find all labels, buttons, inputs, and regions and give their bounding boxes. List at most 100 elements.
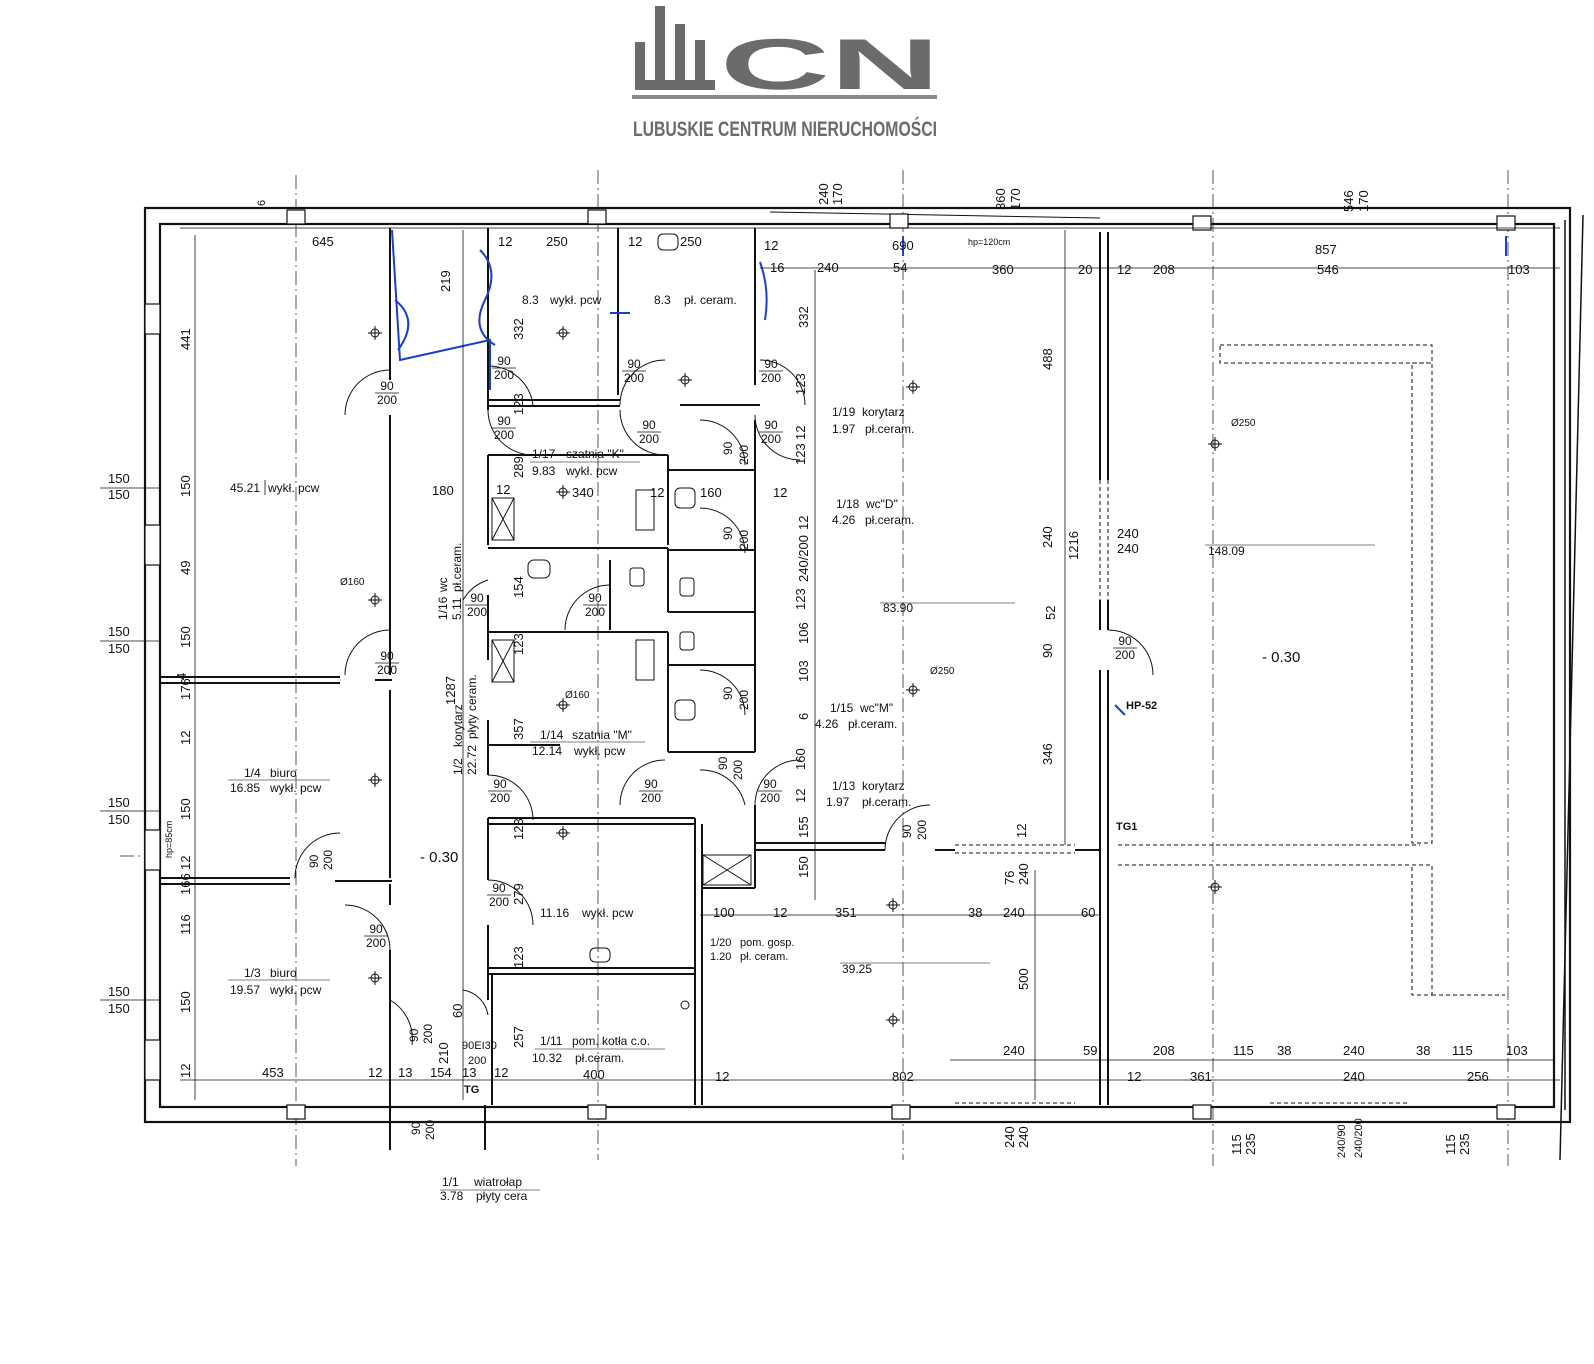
room-name: wc"M" [859, 701, 893, 715]
blue-annotations [391, 229, 1507, 716]
room-name: wc"D" [865, 497, 898, 511]
room-name: pom. gosp. [740, 937, 794, 949]
svg-text:154: 154 [511, 576, 526, 598]
svg-text:166: 166 [178, 873, 193, 895]
svg-text:103: 103 [796, 660, 811, 682]
svg-text:200: 200 [467, 605, 487, 619]
svg-text:12: 12 [764, 238, 778, 253]
room-floor: wykł. pcw [269, 781, 322, 795]
svg-text:123: 123 [511, 393, 526, 415]
svg-text:200: 200 [494, 368, 514, 382]
svg-text:240: 240 [1117, 526, 1139, 541]
toilet-icon [629, 567, 645, 587]
hp-label: hp=120cm [968, 237, 1010, 247]
svg-text:250: 250 [546, 234, 568, 249]
svg-text:103: 103 [1506, 1043, 1528, 1058]
svg-text:488: 488 [1040, 348, 1055, 370]
svg-text:361: 361 [1190, 1069, 1212, 1084]
svg-text:200: 200 [641, 791, 661, 805]
svg-text:240: 240 [1003, 1043, 1025, 1058]
svg-text:12: 12 [494, 1065, 508, 1080]
toilet-icon [679, 631, 695, 651]
boiler-icon [680, 1000, 690, 1010]
svg-text:360: 360 [992, 262, 1014, 277]
svg-text:13: 13 [398, 1065, 412, 1080]
room-name: pom. kotła c.o. [572, 1034, 650, 1048]
room-number: 1/18 [836, 497, 860, 511]
svg-text:200: 200 [377, 663, 397, 677]
room-label: 1/18 wc"D" 4.26 pł.ceram. [832, 497, 914, 527]
svg-text:257: 257 [511, 1026, 526, 1048]
svg-text:150: 150 [108, 471, 130, 486]
svg-text:12: 12 [178, 856, 193, 870]
room-number: 1/3 [244, 966, 261, 980]
svg-text:235: 235 [1457, 1133, 1472, 1155]
ei30-label: 90EI30 [462, 1040, 497, 1052]
room-number: 1/15 [830, 701, 854, 715]
svg-text:12: 12 [368, 1065, 382, 1080]
room-label: 1/20 pom. gosp. 1.20 pł. ceram. [710, 937, 794, 963]
room-number: 1/20 [710, 937, 731, 949]
svg-text:52: 52 [1043, 606, 1058, 620]
svg-text:240: 240 [1343, 1069, 1365, 1084]
axis-lines [120, 170, 1509, 1166]
svg-text:351: 351 [835, 905, 857, 920]
svg-text:208: 208 [1153, 1043, 1175, 1058]
kitchen-unit-icon [635, 489, 655, 531]
svg-text:250: 250 [680, 234, 702, 249]
room-label: 1/13 korytarz 1.97 pł.ceram. [826, 779, 911, 809]
svg-text:90: 90 [764, 418, 778, 432]
svg-text:180: 180 [432, 483, 454, 498]
svg-text:200: 200 [321, 850, 335, 870]
door-size: 200 [468, 1055, 486, 1067]
svg-text:155: 155 [796, 816, 811, 838]
svg-text:90: 90 [900, 824, 914, 838]
svg-text:90: 90 [369, 922, 383, 936]
svg-text:90: 90 [1118, 634, 1132, 648]
svg-text:200: 200 [490, 791, 510, 805]
svg-text:60: 60 [1081, 905, 1095, 920]
svg-text:6: 6 [256, 200, 268, 206]
svg-text:123: 123 [793, 373, 808, 395]
room-floor: wykł. pcw [573, 744, 626, 758]
svg-text:240: 240 [1117, 541, 1139, 556]
svg-text:90: 90 [497, 354, 511, 368]
svg-text:60: 60 [450, 1004, 465, 1018]
svg-text:170: 170 [1008, 188, 1023, 210]
room-area: 22.72 [465, 745, 479, 775]
level-mark: - 0.30 [1262, 649, 1300, 666]
svg-text:90: 90 [1040, 644, 1055, 658]
room-area: 4.26 [815, 717, 839, 731]
svg-text:500: 500 [1016, 968, 1031, 990]
svg-text:200: 200 [760, 791, 780, 805]
svg-text:12: 12 [498, 234, 512, 249]
room-label: 8.3 wykł. pcw [522, 293, 602, 307]
svg-text:200: 200 [761, 371, 781, 385]
svg-text:59: 59 [1083, 1043, 1097, 1058]
logo-company-name: LUBUSKIE CENTRUM NIERUCHOMOŚCI [633, 117, 937, 141]
svg-text:90: 90 [763, 777, 777, 791]
room-area: 1.97 [826, 795, 850, 809]
room-name: korytarz [862, 779, 905, 793]
svg-text:38: 38 [1277, 1043, 1291, 1058]
room-floor: wykł. pcw [581, 906, 634, 920]
room-floor: wykł. pcw [267, 481, 320, 495]
svg-text:90: 90 [764, 357, 778, 371]
dashed-openings [955, 344, 1505, 1104]
diameter-label: Ø160 [565, 690, 590, 701]
interior-walls [160, 228, 1109, 1150]
room-number: 1/14 [540, 728, 564, 742]
sink-icon [674, 487, 696, 509]
outer-walls [143, 206, 1572, 1124]
room-area: 8.3 [522, 293, 539, 307]
svg-text:150: 150 [108, 984, 130, 999]
svg-text:150: 150 [108, 812, 130, 827]
svg-text:170: 170 [1356, 190, 1371, 212]
svg-text:240/200: 240/200 [796, 535, 811, 582]
room-number: 1/13 [832, 779, 856, 793]
svg-text:116: 116 [178, 914, 193, 935]
svg-text:170: 170 [830, 183, 845, 205]
svg-text:103: 103 [1508, 262, 1530, 277]
svg-text:54: 54 [893, 260, 907, 275]
svg-text:200: 200 [494, 428, 514, 442]
